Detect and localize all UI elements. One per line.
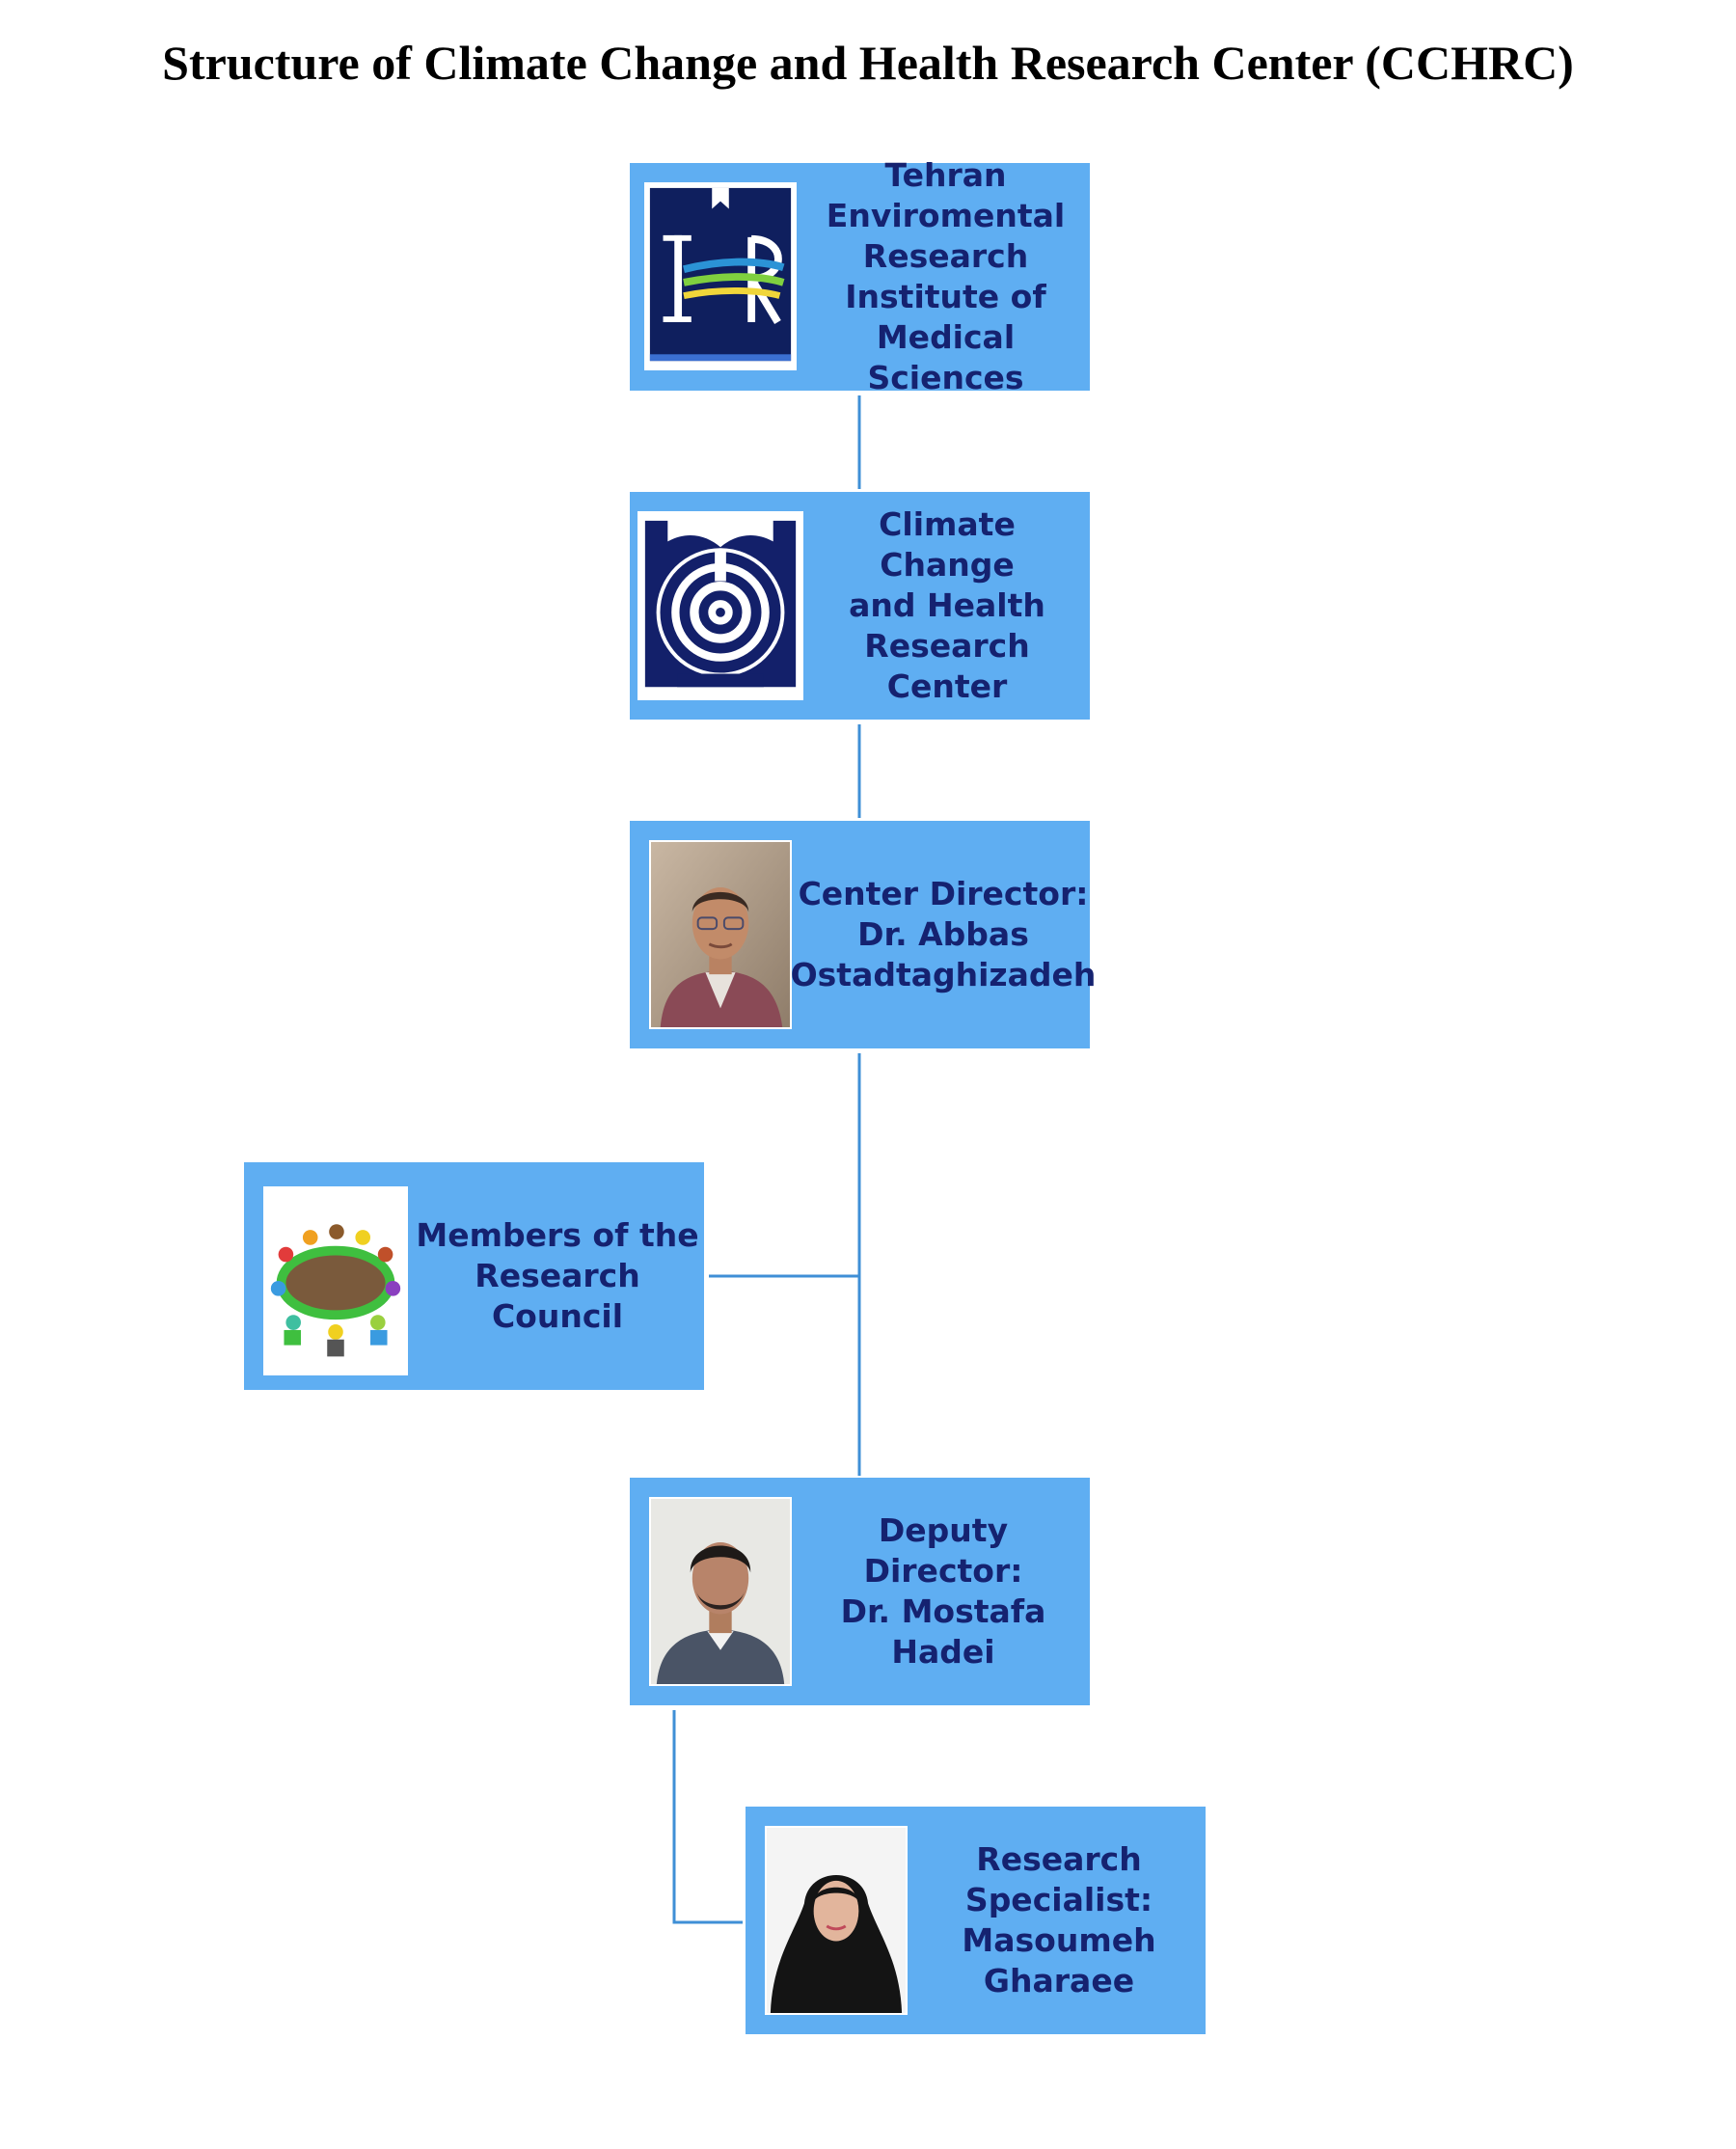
council-meeting-icon [263,1186,408,1375]
label-line: Research Center [864,626,1030,705]
node-center-label: Climate Change and Health Research Cente… [806,492,1088,720]
label-line: Research Council [475,1257,640,1335]
node-research-specialist-label: Research Specialist: Masoumeh Gharaee [914,1807,1204,2034]
node-center-director: Center Director: Dr. Abbas Ostadtaghizad… [630,821,1097,1048]
node-institute-label: Tehran Enviromental Research Institute o… [803,156,1088,396]
node-deputy-director-label: Deputy Director: Dr. Mostafa Hadei [799,1478,1088,1705]
label-line: Tehran [884,156,1007,195]
label-line: Center Director: [798,875,1089,913]
node-center: Climate Change and Health Research Cente… [630,492,1090,720]
node-deputy-director: Deputy Director: Dr. Mostafa Hadei [630,1478,1090,1705]
label-line: Enviromental [826,197,1066,235]
node-institute: Tehran Enviromental Research Institute o… [630,156,1090,396]
connector-deputy-specialist [672,1710,743,1924]
label-line: Deputy Director: [863,1511,1023,1591]
institute-logo-icon [644,182,797,370]
node-research-council: Members of the Research Council [244,1162,704,1390]
label-line: Research [976,1840,1142,1879]
label-line: and Health [849,586,1045,625]
label-line: Research [862,237,1029,276]
label-line: Members of the [416,1216,699,1255]
label-line: Climate Change [879,505,1016,585]
label-line: Gharaee [983,1961,1135,1999]
specialist-photo-icon [765,1826,908,2015]
label-line: Institute of [845,278,1046,315]
label-line: Specialist: [964,1881,1153,1919]
label-line: Ostadtaghizadeh [790,955,1097,993]
deputy-photo-icon [649,1497,792,1686]
director-photo-icon [649,840,792,1029]
label-line: Masoumeh [962,1921,1156,1959]
node-research-specialist: Research Specialist: Masoumeh Gharaee [746,1807,1206,2034]
label-line: Dr. Abbas [857,915,1029,954]
diagram-title: Structure of Climate Change and Health R… [162,36,1574,90]
node-research-council-label: Members of the Research Council [413,1162,702,1390]
center-logo-icon [637,511,803,700]
label-line: Dr. Mostafa [840,1592,1046,1630]
label-line: Hadei [891,1632,995,1671]
node-center-director-label: Center Director: Dr. Abbas Ostadtaghizad… [791,821,1097,1048]
label-line: Medical Sciences [867,317,1024,396]
